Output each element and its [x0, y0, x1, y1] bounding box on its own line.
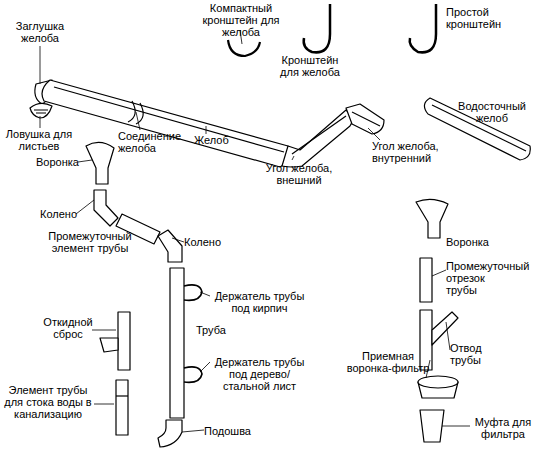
part-label: Простой кронштейн [446, 6, 512, 30]
part-label: Колено [40, 208, 90, 220]
part-label: Компактный кронштейн для желоба [182, 2, 300, 38]
gutter-corner-inner [346, 104, 384, 134]
part-label: Откидной сброс [40, 316, 96, 340]
pipe-shoe [158, 420, 182, 447]
part-label: Труба [196, 324, 236, 336]
funnel [86, 142, 114, 184]
compact-bracket [228, 40, 260, 56]
gutter-rim [352, 112, 380, 126]
gutter-bracket [304, 4, 330, 52]
pipe-holder [184, 285, 202, 300]
gutter-rim [54, 87, 284, 152]
diverter-spout [100, 338, 118, 352]
pipe-segment [420, 258, 432, 302]
filter-coupling [420, 410, 444, 442]
part-label: Угол желоба, внутренний [372, 140, 452, 164]
filter-funnel-rim [418, 376, 458, 388]
gutter-joint [128, 101, 143, 124]
part-label: Промежуточный отрезок трубы [446, 260, 518, 296]
pipe-branch [420, 310, 432, 370]
leader-line [40, 30, 470, 432]
part-label: Держатель трубы под дерево/ стальной лис… [212, 356, 307, 392]
simple-bracket [410, 4, 436, 52]
part-label: Промежуточный элемент трубы [42, 230, 138, 254]
funnel [416, 199, 448, 238]
pipe-holder [184, 367, 202, 382]
diverter-pipe [118, 312, 130, 370]
elbow [94, 190, 118, 226]
leaf-trap [30, 103, 52, 118]
pipe [170, 268, 184, 418]
part-label: Держатель трубы под кирпич [212, 290, 307, 314]
part-label: Муфта для фильтра [470, 416, 536, 440]
leaf-trap-mesh [34, 110, 48, 113]
pipe-band [116, 395, 128, 396]
part-label: Отвод трубы [450, 342, 500, 366]
part-label: Приемная воронка-фильтр [344, 350, 432, 374]
part-label: Воронка [36, 156, 86, 168]
part-label: Колено [184, 236, 234, 248]
gutter-rim [292, 116, 346, 154]
part-label: Подошва [204, 425, 264, 437]
part-label: Воронка [446, 236, 496, 248]
part-label: Желоб [194, 134, 234, 146]
sewer-pipe-element [116, 380, 128, 435]
part-label: Заглушка желоба [12, 20, 68, 44]
part-label: Соединение желоба [118, 130, 190, 154]
elbow [158, 230, 182, 262]
part-label: Элемент трубы для стока воды в канализац… [2, 384, 94, 420]
part-label: Ловушка для листьев [4, 128, 74, 152]
gutter-segment [42, 80, 290, 167]
part-label: Кронштейн для желоба [275, 54, 345, 78]
part-label: Угол желоба, внешний [258, 162, 340, 186]
part-label: Водосточный желоб [452, 100, 532, 124]
pipe-branch-outlet [432, 312, 458, 345]
